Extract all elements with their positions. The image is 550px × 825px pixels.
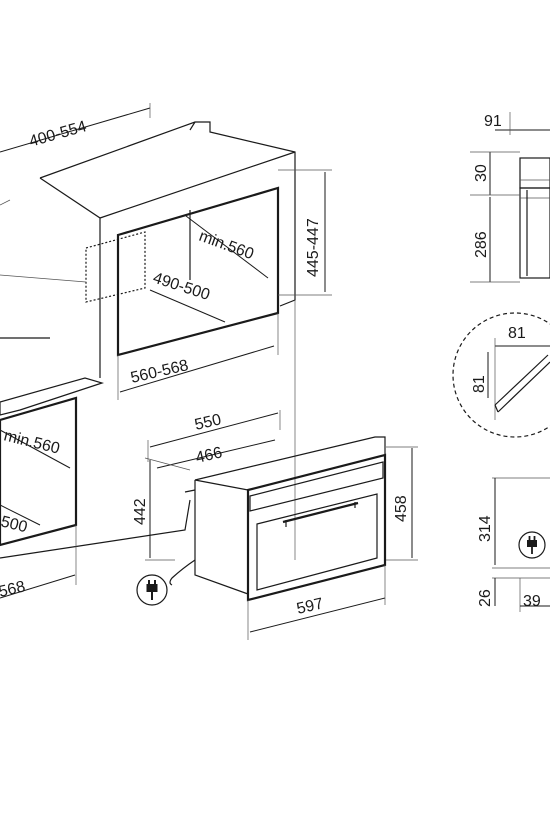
dimension-opening-height: 445-447 [278,169,332,296]
side-profile [519,157,550,279]
dimension-top-depth: 91 [484,112,550,135]
dimension-body-depth: 466 [156,439,276,469]
dim-label-opening-height: 445-447 [305,218,322,277]
dimension-cabinet-depth: 400-554 [0,103,151,153]
dimension-min-depth: min.560 [185,215,269,279]
lower-cabinet [0,396,191,585]
dimension-inner-depth: 490-500 [149,270,226,323]
dimension-lower-inner-depth: 500 [0,504,41,536]
dim-label-body-height: 442 [132,498,149,525]
dim-label-bottom-offset: 39 [523,593,541,610]
dimension-body-height: 442 [132,457,191,561]
dimension-panel-height: 30 [470,151,520,196]
dimension-lower-min-depth: min.560 [0,427,71,469]
dim-label-front-height: 458 [393,495,410,522]
dim-label-panel-height: 30 [473,164,490,182]
dimension-front-height: 458 [386,446,418,561]
dim-label-corner-height: 81 [471,375,488,393]
dim-label-opening-width: 560-568 [129,357,190,387]
power-plug-icon [518,531,546,559]
corner-detail: 81 81 [452,312,550,438]
dim-label-bottom-height: 314 [477,515,494,542]
dimension-total-depth: 550 [147,410,281,462]
dim-label-lower-opening-width: 568 [0,578,27,601]
dimension-front-width: 597 [247,565,386,640]
dimension-side-body-height: 286 [470,197,520,283]
dim-label-total-depth: 550 [193,411,223,434]
dim-label-cabinet-depth: 400-554 [27,118,88,151]
dim-label-lower-min-depth: min.560 [2,427,61,457]
dim-label-min-depth: min.560 [197,228,256,263]
dim-label-lower-inner-depth: 500 [0,513,29,536]
power-plug-icon [136,574,168,606]
bottom-profile: 314 26 39 [477,477,550,612]
dim-label-front-width: 597 [295,595,325,618]
dimension-lower-opening-width: 568 [0,574,76,601]
dim-label-body-depth: 466 [194,444,224,467]
upper-cabinet [0,121,296,560]
dim-label-base-height: 26 [477,589,494,607]
dimension-opening-width: 560-568 [117,313,279,400]
dim-label-corner-width: 81 [508,325,526,342]
dim-label-side-body-height: 286 [473,231,490,258]
dim-label-top-depth: 91 [484,113,502,130]
appliance [169,436,387,602]
dim-label-inner-depth: 490-500 [151,270,212,304]
